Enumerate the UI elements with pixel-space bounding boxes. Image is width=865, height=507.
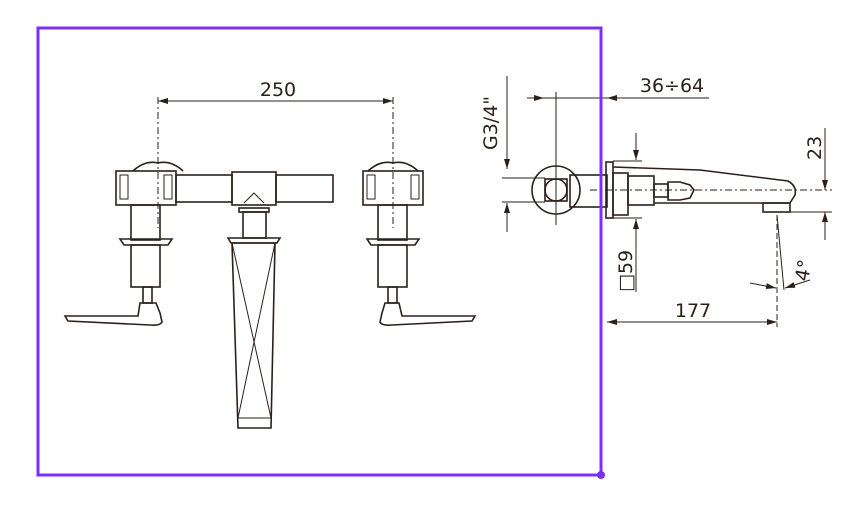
- side-view: G3/4" 36÷64 23 □59 4°: [480, 75, 832, 327]
- aerator: [762, 202, 791, 213]
- dimension-reach-label: 177: [675, 300, 711, 322]
- left-valve: [63, 161, 184, 326]
- right-pipe: [275, 174, 334, 203]
- inlet-circle: [531, 165, 581, 215]
- dimension-250-label: 250: [260, 79, 296, 101]
- left-pipe: [175, 174, 233, 203]
- selection-resize-handle[interactable]: [597, 471, 605, 479]
- dimension-height-label: 23: [804, 136, 826, 160]
- spout: [226, 207, 282, 429]
- selection-rectangle[interactable]: [36, 26, 603, 477]
- tee-fitting: [231, 171, 277, 206]
- dimension-thread-label: G3/4": [480, 96, 502, 150]
- dimension-plate-label: □59: [615, 250, 637, 292]
- dimension-depth-label: 36÷64: [640, 75, 704, 97]
- dimension-angle-label: 4°: [791, 258, 816, 283]
- front-view: 250: [63, 79, 477, 429]
- right-valve: [362, 161, 477, 326]
